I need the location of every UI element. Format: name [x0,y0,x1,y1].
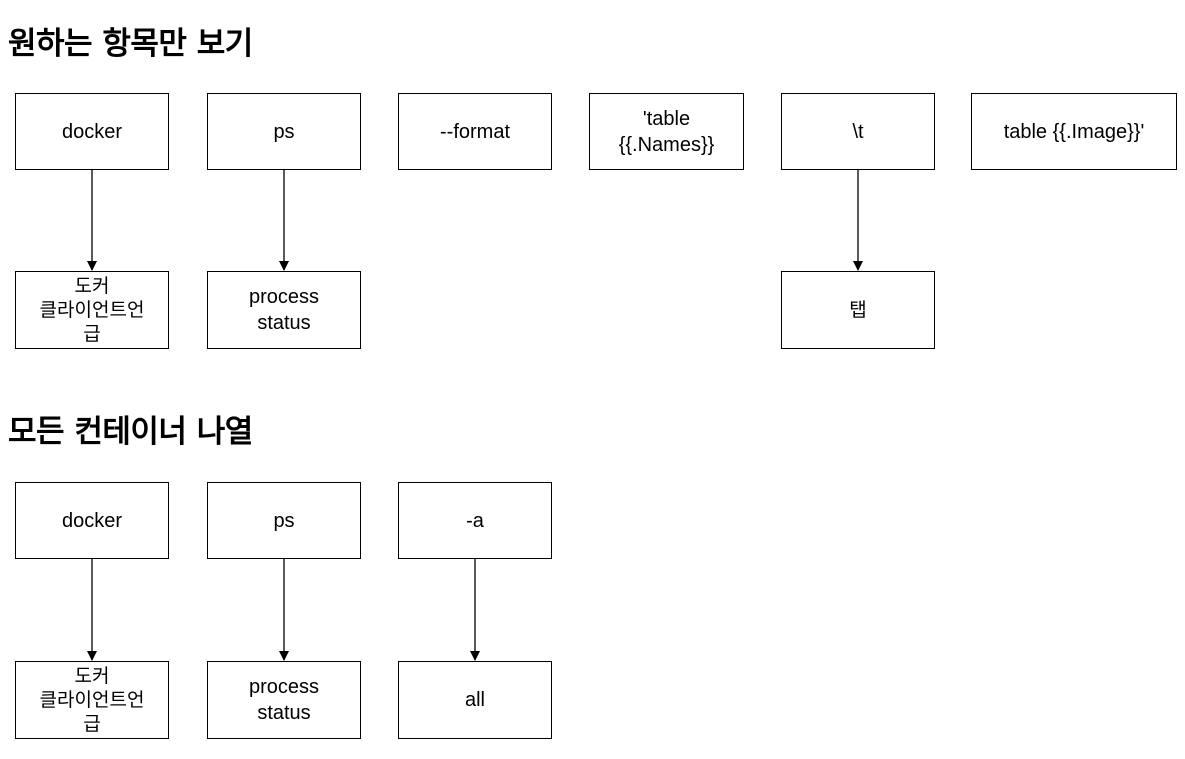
token-table-names: 'table {{.Names}} [589,93,744,170]
desc-all: all [398,661,552,739]
token-table-image: table {{.Image}}' [971,93,1177,170]
desc-process-status: process status [207,271,361,349]
token-tab-escape: \t [781,93,935,170]
token-ps: ps [207,93,361,170]
token-ps-2: ps [207,482,361,559]
section1-title: 원하는 항목만 보기 [8,26,253,62]
desc-docker-client: 도커 클라이언트언 급 [15,271,169,349]
section2-title: 모든 컨테이너 나열 [8,414,253,450]
token-format: --format [398,93,552,170]
token-docker: docker [15,93,169,170]
desc-docker-client-2: 도커 클라이언트언 급 [15,661,169,739]
desc-tab: 탭 [781,271,935,349]
token-docker-2: docker [15,482,169,559]
desc-process-status-2: process status [207,661,361,739]
token-a-flag: -a [398,482,552,559]
